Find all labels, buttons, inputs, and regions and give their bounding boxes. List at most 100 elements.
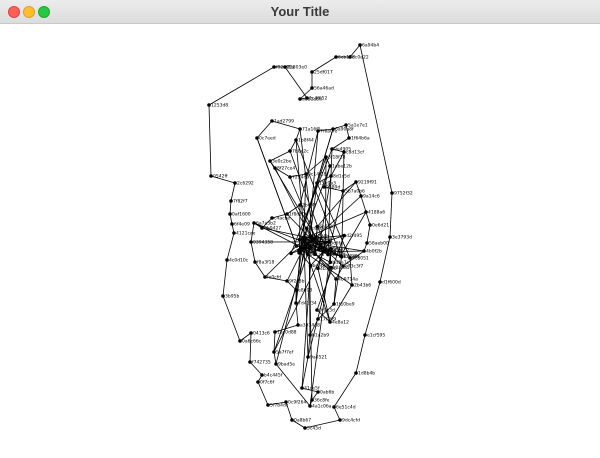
- node-label: 8c9d0e: [309, 226, 326, 232]
- graph-edge: [360, 45, 392, 193]
- node-label: 8a2e6f: [344, 254, 360, 260]
- node-label: 4a1c06a: [312, 404, 332, 410]
- node-label: 7b8e2c: [292, 149, 309, 155]
- node-label: 25df017: [314, 70, 333, 76]
- node-label: 0f9e3d: [319, 308, 335, 314]
- node-label: 2d3e4f: [311, 244, 327, 250]
- network-graph[interactable]: 6a94b48c0e226cb19d25df01756a46ada881a8d1…: [0, 24, 600, 453]
- node-label: 2b43b6: [354, 283, 371, 289]
- node-label: 0f7c6f: [260, 380, 275, 386]
- node-label: 0c14f18: [308, 172, 327, 178]
- node-label: 9752f32: [394, 191, 413, 197]
- node-label: 9bad5e: [278, 362, 295, 368]
- node-label: 0413c6: [253, 331, 270, 337]
- node-label: 0ab6b: [320, 390, 334, 396]
- node-label: 0542ff: [213, 174, 228, 180]
- graph-node[interactable]: [327, 240, 331, 244]
- graph-edge: [310, 212, 366, 236]
- node-label: f8a3f18: [257, 260, 275, 266]
- node-label: 9dc4cfd: [342, 418, 360, 424]
- node-label: 0c7eed: [259, 136, 276, 142]
- node-label: 6a94b4: [362, 43, 379, 49]
- node-label: 2bcf4f: [302, 203, 317, 209]
- node-label: 1b8f44: [298, 138, 314, 144]
- graph-edge: [365, 282, 380, 335]
- node-label: 3f18f18: [328, 155, 346, 161]
- node-label: 6f4e09: [234, 222, 250, 228]
- node-label: 1d8b4b: [358, 371, 375, 377]
- node-label: d1f600d: [382, 280, 401, 286]
- node-label: a3d14e8: [300, 323, 320, 329]
- graph-edge: [334, 373, 356, 407]
- node-label: 4b0f2b: [366, 249, 382, 255]
- node-label: 3e0c2be: [272, 159, 292, 165]
- graph-node[interactable]: [299, 247, 303, 251]
- node-label: 5f6a7b: [333, 246, 349, 252]
- graph-edge: [250, 333, 251, 362]
- node-label: c8d13cf: [346, 150, 364, 156]
- graph-edge: [367, 225, 370, 243]
- node-label: 4b9714a: [338, 277, 358, 283]
- node-label: 58aeb00: [369, 241, 389, 247]
- node-label: 7d41f34: [298, 301, 317, 307]
- graph-edge: [390, 193, 392, 237]
- node-label: 7f82f7: [233, 199, 248, 205]
- node-label: 9f2c3b: [289, 279, 305, 285]
- node-label: b1a2b9: [312, 333, 329, 339]
- node-label: 1f8db0: [289, 212, 305, 218]
- title-bar[interactable]: Your Title: [0, 0, 600, 24]
- node-label: 4b7c90: [320, 266, 337, 272]
- graph-edge: [223, 296, 240, 341]
- graph-edge: [285, 67, 307, 98]
- graph-edge: [231, 183, 235, 201]
- graph-edge: [227, 233, 234, 260]
- node-label: 0a8b67: [294, 418, 311, 424]
- node-label: e1cf595: [367, 333, 385, 339]
- node-label: 8f27ce4: [277, 166, 295, 172]
- graph-edge: [356, 335, 365, 373]
- node-label: 1c4f652: [309, 96, 328, 102]
- window-title: Your Title: [0, 4, 600, 19]
- graph-edge: [209, 105, 211, 176]
- node-label: 4188a6: [368, 210, 385, 216]
- graph-edge: [209, 67, 274, 105]
- node-label: 1ac0d88: [277, 330, 297, 336]
- graph-node[interactable]: [314, 236, 318, 240]
- node-label: 9a4521: [310, 355, 327, 361]
- node-label: 6cb19d: [338, 55, 355, 61]
- graph-node[interactable]: [313, 252, 317, 256]
- node-label: 0b9427: [264, 226, 281, 232]
- node-label: 9a14c6: [363, 194, 380, 200]
- node-label: 1f10be9: [336, 302, 355, 308]
- node-label: d2fd95: [346, 233, 362, 239]
- node-label: 4e8a12: [332, 320, 349, 326]
- graph-edge: [257, 121, 272, 138]
- node-label: b4c445f: [264, 373, 283, 379]
- node-label: 0a6c66c: [242, 339, 262, 345]
- node-label: 0e6d21: [372, 223, 389, 229]
- node-label: 4121cae: [236, 231, 256, 237]
- graph-edge: [230, 201, 231, 214]
- graph-edge: [223, 260, 227, 296]
- node-label: 2c6292: [237, 181, 254, 187]
- node-label: 0394358: [253, 240, 273, 246]
- node-label: f742735: [252, 360, 271, 366]
- node-label: e8b98: [298, 288, 312, 294]
- node-label: 0c9f264: [288, 400, 307, 406]
- node-label: 6e51c4d: [336, 405, 356, 411]
- node-label: bd1e7c: [332, 260, 349, 266]
- node-label: 1abe12b: [332, 164, 352, 170]
- node-label: 9219f91: [358, 180, 377, 186]
- node-label: 56a46ad: [314, 86, 334, 92]
- node-label: 5c45d: [307, 426, 321, 432]
- node-label: 5a1e7e1: [348, 123, 368, 129]
- node-label: c4acbe: [274, 216, 290, 222]
- node-label: fe0cfd: [267, 275, 281, 281]
- graph-node[interactable]: [289, 252, 293, 256]
- node-label: 8d1c5d: [333, 174, 350, 180]
- node-label: 1ad2799: [274, 119, 294, 125]
- node-label: 3e3793d: [392, 235, 412, 241]
- node-label: 5a7f7ef: [276, 350, 294, 356]
